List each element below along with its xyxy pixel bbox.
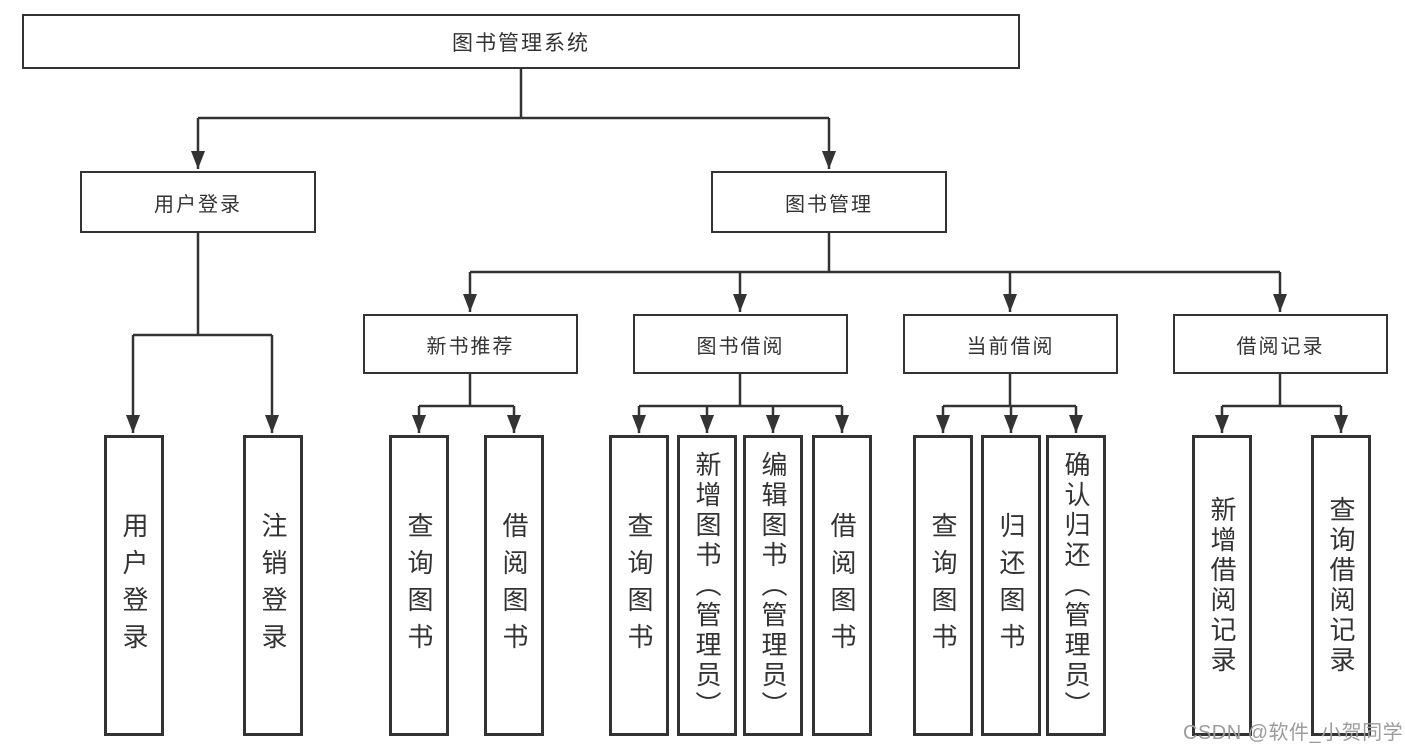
leaf-query-books-1: 查询图书 — [389, 435, 449, 736]
node-label: 图书管理系统 — [452, 31, 590, 55]
node-borrow-records: 借阅记录 — [1173, 314, 1388, 374]
leaf-confirm-return-admin: 确认归还（管理员） — [1046, 435, 1106, 736]
node-label: 编辑图书（管理员） — [758, 450, 788, 721]
node-label: 用户登录 — [119, 511, 149, 660]
node-book-management: 图书管理 — [711, 171, 947, 233]
node-label: 图书借阅 — [696, 335, 785, 358]
leaf-user-login: 用户登录 — [104, 435, 164, 736]
node-label: 查询图书 — [404, 511, 434, 660]
node-label: 用户登录 — [154, 193, 242, 216]
node-label: 查询图书 — [624, 511, 654, 660]
csdn-watermark: CSDN @软件_小贺同学 — [1183, 722, 1404, 744]
node-current-borrow: 当前借阅 — [903, 314, 1118, 374]
node-label: 新书推荐 — [426, 335, 515, 358]
node-book-borrow: 图书借阅 — [633, 314, 848, 374]
node-label: 借阅图书 — [499, 511, 529, 660]
leaf-edit-books-admin: 编辑图书（管理员） — [743, 435, 803, 736]
leaf-add-borrow-record: 新增借阅记录 — [1192, 435, 1252, 736]
leaf-query-borrow-record: 查询借阅记录 — [1311, 435, 1371, 736]
node-label: 图书管理 — [785, 193, 873, 216]
node-label: 查询图书 — [928, 511, 958, 660]
node-label: 确认归还（管理员） — [1061, 450, 1091, 721]
node-label: 借阅记录 — [1236, 335, 1325, 358]
node-user-login: 用户登录 — [80, 171, 316, 233]
node-new-book-recommend: 新书推荐 — [363, 314, 578, 374]
leaf-add-books-admin: 新增图书（管理员） — [677, 435, 737, 736]
leaf-query-books-3: 查询图书 — [913, 435, 973, 736]
leaf-query-books-2: 查询图书 — [609, 435, 669, 736]
node-label: 归还图书 — [996, 511, 1026, 660]
node-label: 查询借阅记录 — [1326, 495, 1356, 676]
node-label: 当前借阅 — [966, 335, 1055, 358]
leaf-borrow-books-1: 借阅图书 — [484, 435, 544, 736]
leaf-borrow-books-2: 借阅图书 — [812, 435, 872, 736]
leaf-return-books: 归还图书 — [981, 435, 1041, 736]
node-root-system: 图书管理系统 — [22, 14, 1020, 69]
node-label: 新增图书（管理员） — [692, 450, 722, 721]
node-label: 注销登录 — [258, 511, 288, 660]
leaf-logout: 注销登录 — [243, 435, 303, 736]
node-label: 借阅图书 — [827, 511, 857, 660]
node-label: 新增借阅记录 — [1207, 495, 1237, 676]
